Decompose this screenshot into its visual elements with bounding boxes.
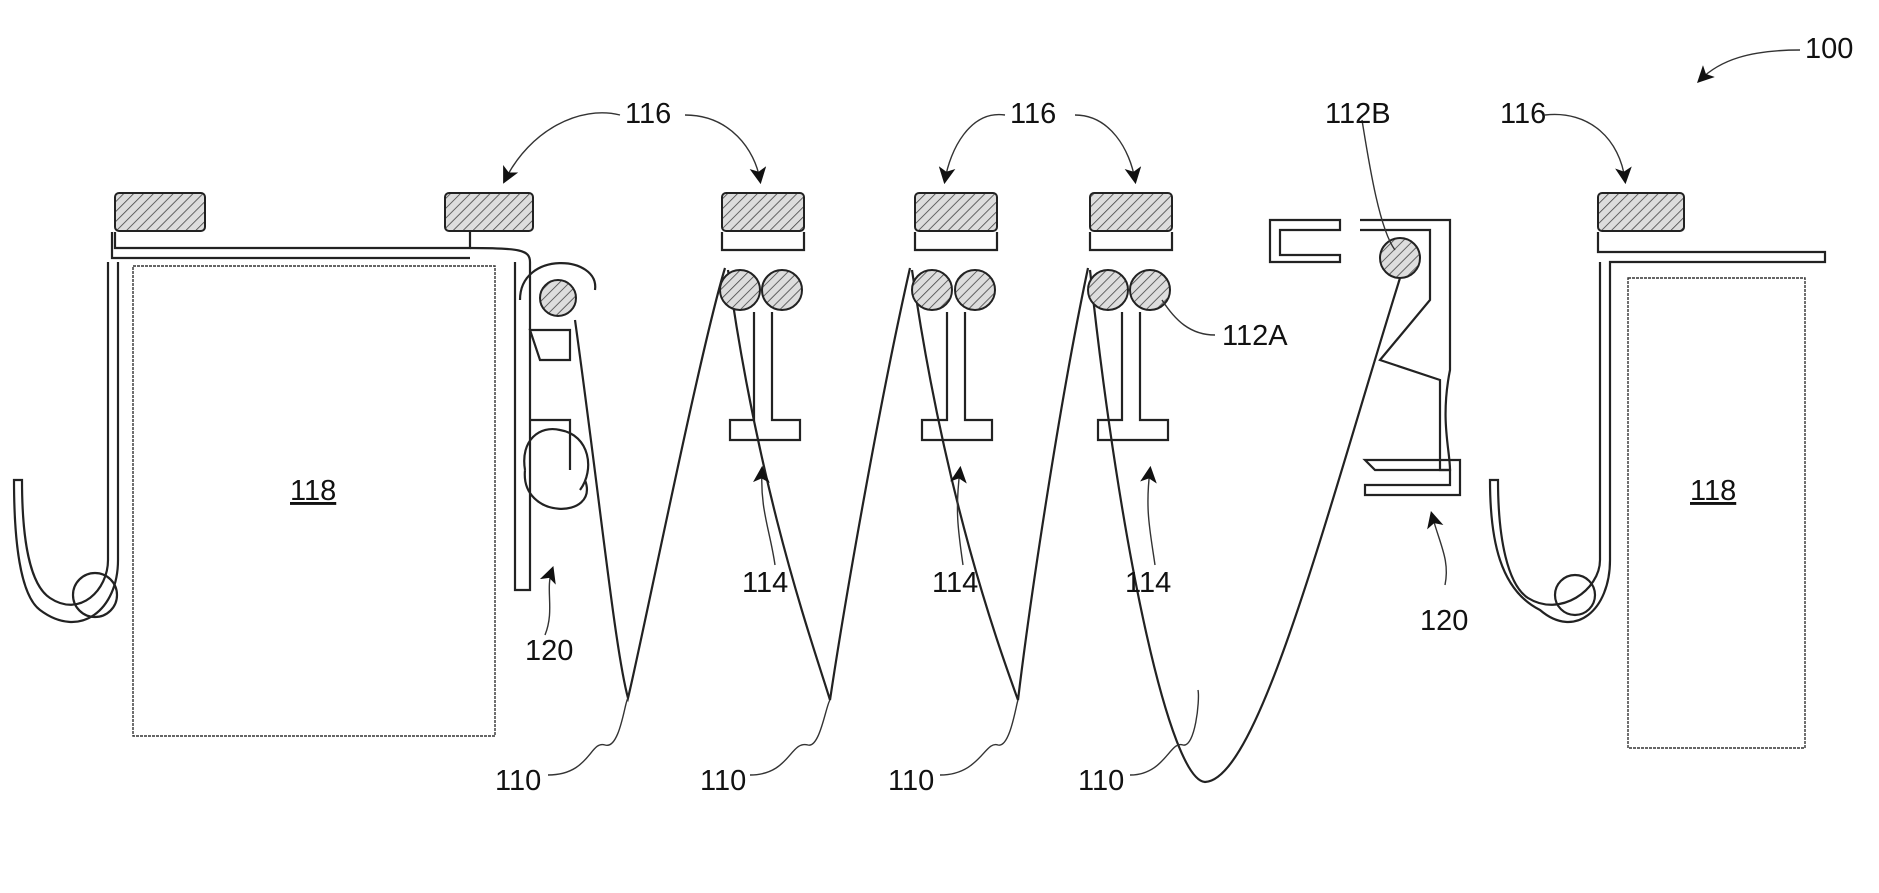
cap-116-right — [1598, 193, 1684, 231]
carrier-2 — [912, 193, 997, 440]
label-116-b: 116 — [1010, 98, 1056, 130]
label-110-a: 110 — [495, 765, 541, 797]
carrier-1 — [720, 193, 804, 440]
label-118-right: 118 — [1690, 475, 1736, 507]
label-114-c: 114 — [1125, 567, 1171, 599]
label-118-left: 118 — [290, 475, 336, 507]
label-112a: 112A — [1222, 320, 1288, 352]
rod-left — [540, 280, 576, 316]
label-120-left: 120 — [525, 635, 573, 667]
box-118-right — [1628, 278, 1805, 748]
cap-116-left-1 — [115, 193, 205, 231]
carrier-3 — [1088, 193, 1172, 440]
pleat-110-a — [575, 268, 725, 698]
reference-labels: 100 116 116 116 112B 112A 118 118 120 12… — [290, 33, 1853, 797]
label-116-a: 116 — [625, 98, 671, 130]
label-116-c: 116 — [1500, 98, 1546, 130]
label-110-c: 110 — [888, 765, 934, 797]
left-headrail — [14, 193, 595, 736]
cap-116-left-2 — [445, 193, 533, 231]
pleat-110-c — [912, 268, 1088, 700]
right-headrail — [1490, 193, 1825, 748]
pleat-carriers — [720, 193, 1172, 440]
leader-lines — [505, 50, 1800, 775]
pleat-110-b — [728, 268, 910, 700]
label-114-a: 114 — [742, 567, 788, 599]
label-112b: 112B — [1325, 98, 1391, 130]
right-bottom-rail — [1270, 220, 1460, 495]
label-100: 100 — [1805, 33, 1853, 65]
label-114-b: 114 — [932, 567, 978, 599]
label-110-d: 110 — [1078, 765, 1124, 797]
label-110-b: 110 — [700, 765, 746, 797]
label-120-right: 120 — [1420, 605, 1468, 637]
